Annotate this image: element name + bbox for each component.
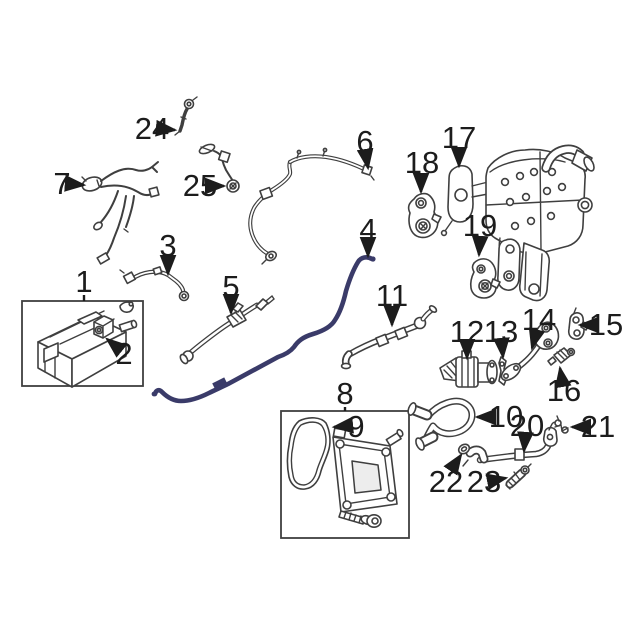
part-19-illustration	[469, 258, 501, 299]
arrow-24	[155, 119, 178, 137]
part-9-illustration	[286, 417, 331, 490]
part-label-25: 25	[183, 168, 217, 203]
part-label-3: 3	[159, 228, 176, 263]
part-label-11: 11	[376, 278, 408, 313]
part-3-illustration	[119, 266, 190, 302]
part-4-highlight-tube	[151, 255, 376, 404]
part-18-illustration	[407, 192, 442, 239]
arrow-14	[528, 327, 546, 351]
part-22-illustration	[457, 443, 471, 455]
part-label-19: 19	[463, 208, 497, 243]
part-label-18: 18	[405, 145, 439, 180]
part-23-illustration	[505, 463, 532, 490]
part-label-1: 1	[75, 264, 92, 299]
part-17-illustration	[440, 144, 595, 302]
part-label-10: 10	[489, 399, 523, 434]
part-7-illustration	[81, 161, 160, 265]
part-label-23: 23	[467, 464, 501, 499]
part-label-17: 17	[442, 120, 476, 155]
part-label-12: 12	[450, 314, 484, 349]
part-label-6: 6	[356, 124, 373, 159]
arrow-7	[64, 175, 87, 192]
part-25-illustration	[198, 143, 240, 193]
part-label-21: 21	[581, 409, 615, 444]
arrow-13	[493, 337, 510, 360]
part-label-4: 4	[359, 212, 376, 247]
part-label-15: 15	[589, 307, 623, 342]
arrow-2	[105, 337, 128, 358]
arrow-23	[485, 473, 509, 491]
part-label-22: 22	[429, 464, 463, 499]
part-label-13: 13	[484, 314, 518, 349]
arrow-6	[356, 147, 374, 171]
part-label-14: 14	[522, 302, 556, 337]
part-2-illustration	[93, 315, 114, 339]
arrow-16	[554, 365, 572, 389]
part-label-9: 9	[347, 409, 364, 444]
part-label-5: 5	[222, 269, 239, 304]
part-21-illustration	[554, 415, 569, 434]
part-label-16: 16	[547, 373, 581, 408]
part-8-box-illustration	[280, 410, 410, 539]
part-12-illustration	[439, 350, 498, 388]
callout-labels: 1 2 3 4 5 6 7 8 9 10 11 12 13 14 15 16 1…	[53, 111, 623, 499]
arrow-19	[471, 235, 489, 258]
bolt-illustration	[338, 510, 382, 528]
part-24-illustration	[174, 96, 198, 136]
part-11-illustration	[340, 305, 438, 370]
part-5-illustration	[179, 294, 275, 365]
part-15-illustration	[567, 307, 590, 340]
part-label-8: 8	[336, 376, 353, 411]
arrow-22	[443, 453, 463, 476]
part-16-illustration	[547, 347, 576, 366]
part-label-24: 24	[135, 111, 169, 146]
part-6-illustration	[248, 147, 375, 265]
arrow-9	[331, 416, 354, 434]
part-label-7: 7	[53, 166, 70, 201]
part-10-illustration	[407, 397, 476, 451]
part-20-illustration	[462, 421, 560, 467]
part-label-20: 20	[510, 408, 544, 443]
part-label-2: 2	[115, 336, 132, 371]
callout-arrows	[64, 119, 600, 491]
arrow-20	[517, 431, 534, 454]
